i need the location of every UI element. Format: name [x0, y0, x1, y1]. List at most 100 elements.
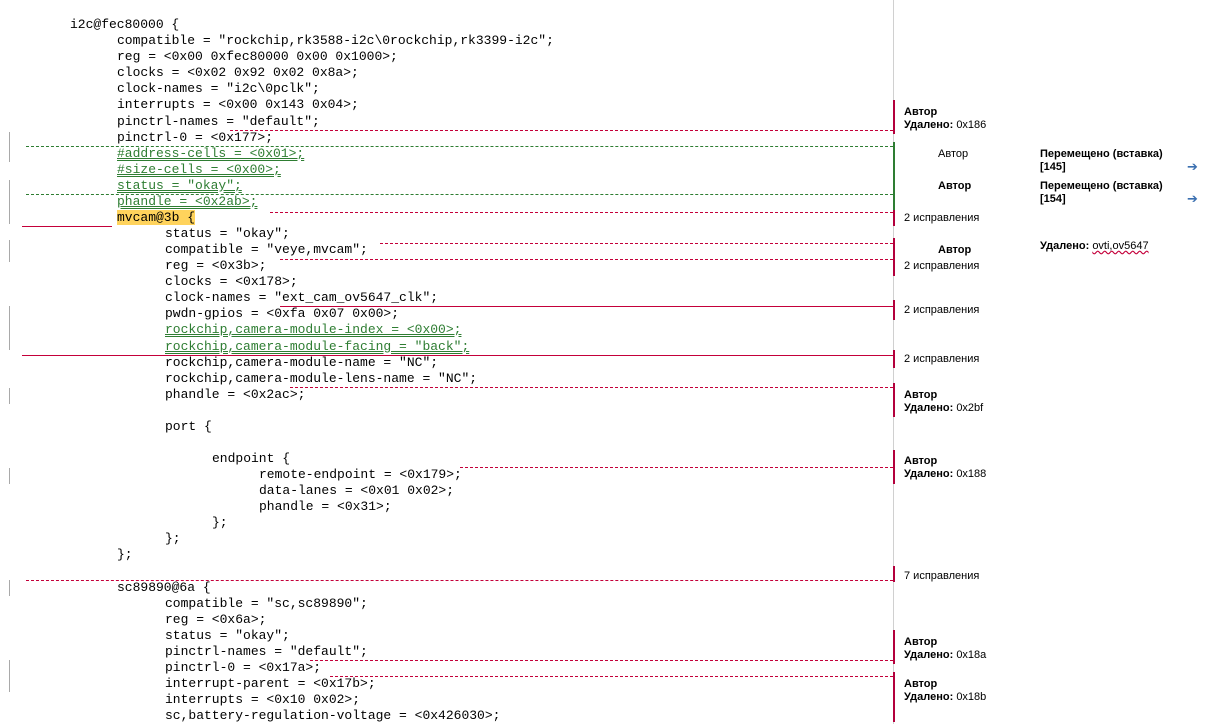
code-line[interactable]: interrupts = <0x10 0x02>;: [165, 692, 361, 707]
revision-count[interactable]: 2 исправления: [904, 304, 980, 316]
revision-note[interactable]: Автор Удалено: 0x2bf: [904, 389, 983, 415]
change-bar: [9, 132, 10, 162]
code-line[interactable]: compatible = "rockchip,rk3588-i2c\0rockc…: [117, 33, 554, 48]
comment-marker: [893, 210, 895, 226]
highlighted-text: mvcam@3b {: [117, 210, 196, 225]
note-label: Перемещено (вставка): [1040, 180, 1163, 192]
code-line[interactable]: };: [165, 531, 181, 546]
code-line[interactable]: i2c@fec80000 {: [70, 17, 180, 32]
revision-note-author: Автор: [938, 244, 972, 256]
change-bar: [9, 660, 10, 692]
comment-marker: [893, 300, 895, 320]
code-line[interactable]: reg = <0x6a>;: [165, 612, 267, 627]
comment-marker: [893, 238, 895, 276]
note-author: Автор: [904, 455, 938, 467]
code-line[interactable]: status = "okay";: [165, 226, 290, 241]
comment-marker: [893, 672, 895, 722]
revision-count[interactable]: 2 исправления: [904, 260, 980, 272]
note-label: Удалено:: [904, 691, 954, 703]
change-bar: [9, 580, 10, 596]
revision-count[interactable]: 2 исправления: [904, 353, 980, 365]
moved-connector: [26, 146, 893, 147]
note-value: ovti,ov5647: [1092, 240, 1149, 252]
code-line[interactable]: status = "okay";: [165, 628, 290, 643]
moved-code-line[interactable]: phandle = <0x2ab>;: [117, 194, 258, 209]
code-line[interactable]: compatible = "sc,sc89890";: [165, 596, 368, 611]
change-bar: [9, 180, 10, 224]
moved-code-line[interactable]: #size-cells = <0x00>;: [117, 162, 281, 177]
note-label: Удалено:: [904, 119, 954, 131]
revision-connector: [460, 467, 893, 468]
arrow-right-icon[interactable]: ➔: [1187, 160, 1198, 175]
code-line[interactable]: clock-names = "i2c\0pclk";: [117, 81, 320, 96]
comment-marker: [893, 100, 895, 134]
moved-code-line[interactable]: status = "okay";: [117, 178, 242, 193]
code-line[interactable]: interrupts = <0x00 0x143 0x04>;: [117, 97, 359, 112]
revision-connector: [22, 226, 112, 227]
code-line-highlighted[interactable]: mvcam@3b {: [117, 210, 196, 226]
note-value: 0x2bf: [956, 402, 984, 414]
revision-note[interactable]: Автор Удалено: 0x18a: [904, 636, 986, 662]
code-line[interactable]: pinctrl-0 = <0x177>;: [117, 130, 274, 145]
note-value: 0x188: [956, 468, 987, 480]
revision-note[interactable]: Автор Удалено: 0x18b: [904, 678, 986, 704]
note-author: Автор: [904, 389, 938, 401]
moved-code-line[interactable]: #address-cells = <0x01>;: [117, 146, 305, 161]
code-line[interactable]: reg = <0x3b>;: [165, 258, 267, 273]
revision-connector: [330, 676, 893, 677]
code-line[interactable]: clocks = <0x178>;: [165, 274, 298, 289]
code-line[interactable]: remote-endpoint = <0x179>;: [259, 467, 462, 482]
revision-connector: [290, 387, 893, 388]
note-author: Автор: [904, 106, 938, 118]
code-line[interactable]: };: [117, 547, 133, 562]
code-line[interactable]: rockchip,camera-module-name = "NC";: [165, 355, 439, 370]
revision-note-author: Автор: [938, 148, 969, 160]
code-line[interactable]: pinctrl-names = "default";: [165, 644, 368, 659]
code-line[interactable]: clocks = <0x02 0x92 0x02 0x8a>;: [117, 65, 359, 80]
code-line[interactable]: pinctrl-0 = <0x17a>;: [165, 660, 322, 675]
moved-note[interactable]: Перемещено (вставка) [154]: [1040, 180, 1163, 206]
note-author: Автор: [904, 636, 938, 648]
note-label: Перемещено (вставка): [1040, 148, 1163, 160]
revision-count[interactable]: 7 исправления: [904, 570, 980, 582]
code-line[interactable]: interrupt-parent = <0x17b>;: [165, 676, 376, 691]
note-label: Удалено:: [1040, 240, 1090, 252]
moved-note[interactable]: Перемещено (вставка) [145]: [1040, 148, 1163, 174]
code-line[interactable]: rockchip,camera-module-lens-name = "NC";: [165, 371, 478, 386]
change-bar: [9, 388, 10, 404]
note-value: 0x18a: [956, 649, 987, 661]
revision-note[interactable]: Удалено: ovti,ov5647: [1040, 240, 1149, 253]
revision-connector: [280, 259, 893, 260]
moved-code-line[interactable]: rockchip,camera-module-index = <0x00>;: [165, 322, 462, 337]
comment-marker: [893, 450, 895, 484]
revision-note[interactable]: Автор Удалено: 0x186: [904, 106, 986, 132]
revision-note[interactable]: Автор Удалено: 0x188: [904, 455, 986, 481]
note-label: Удалено:: [904, 649, 954, 661]
note-value: 0x18b: [956, 691, 987, 703]
revision-connector: [26, 580, 893, 581]
code-line[interactable]: phandle = <0x2ac>;: [165, 387, 306, 402]
arrow-right-icon[interactable]: ➔: [1187, 192, 1198, 207]
code-line[interactable]: };: [212, 515, 228, 530]
note-label: Удалено:: [904, 402, 954, 414]
revision-note-author: Автор: [938, 180, 972, 192]
revision-connector: [230, 130, 893, 131]
code-line[interactable]: sc,battery-regulation-voltage = <0x42603…: [165, 708, 501, 723]
code-line[interactable]: sc89890@6a {: [117, 580, 211, 595]
code-line[interactable]: endpoint {: [212, 451, 291, 466]
code-line[interactable]: data-lanes = <0x01 0x02>;: [259, 483, 455, 498]
note-value: 0x186: [956, 119, 987, 131]
code-line[interactable]: port {: [165, 419, 212, 434]
code-line[interactable]: phandle = <0x31>;: [259, 499, 392, 514]
comment-marker: [893, 383, 895, 417]
code-line[interactable]: compatible = "veye,mvcam";: [165, 242, 368, 257]
change-bar: [9, 240, 10, 262]
code-line[interactable]: reg = <0x00 0xfec80000 0x00 0x1000>;: [117, 49, 398, 64]
revision-connector: [310, 660, 893, 661]
code-line[interactable]: clock-names = "ext_cam_ov5647_clk";: [165, 290, 439, 305]
code-line[interactable]: pwdn-gpios = <0xfa 0x07 0x00>;: [165, 306, 400, 321]
revision-connector: [380, 243, 893, 244]
revision-count[interactable]: 2 исправления: [904, 212, 980, 224]
code-line[interactable]: pinctrl-names = "default";: [117, 114, 320, 129]
moved-code-line[interactable]: rockchip,camera-module-facing = "back";: [165, 339, 470, 354]
